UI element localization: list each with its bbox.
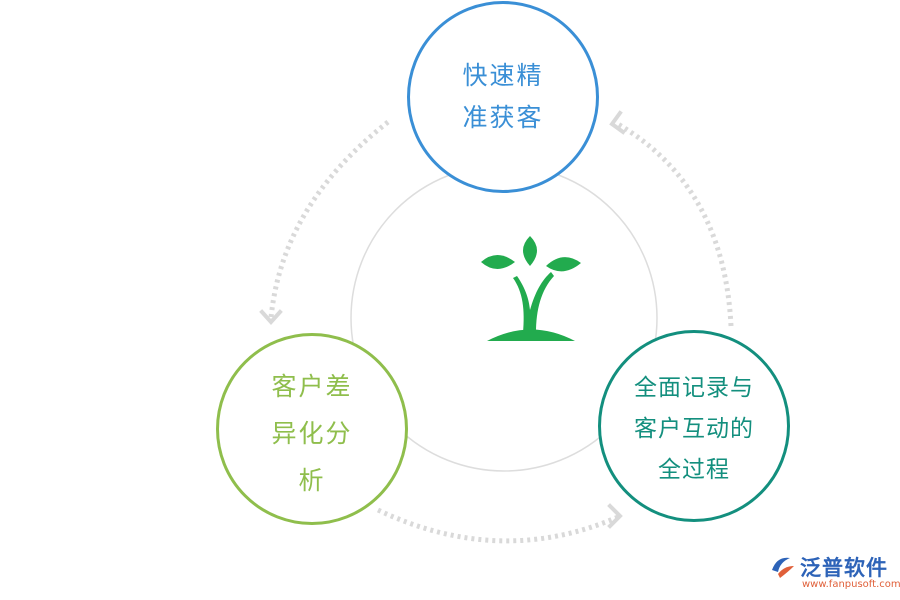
node-left-label: 客户差 异化分 析: [271, 371, 353, 495]
sprout-leaf-right: [546, 257, 581, 272]
arrow-right-to-top: [614, 120, 734, 327]
sprout-stem: [513, 272, 554, 333]
sprout-ground: [487, 329, 575, 341]
node-interaction-record: 全面记录与 客户互动的 全过程: [598, 330, 790, 522]
sprout-icon: [481, 236, 581, 341]
brand-watermark: 泛普软件 www.fanpusoft.com: [768, 552, 900, 596]
arrowhead-left: [259, 309, 283, 325]
arrow-left-to-right: [376, 507, 619, 544]
sprout-leaf-top: [523, 236, 537, 266]
sprout-leaf-left: [481, 255, 515, 269]
node-fast-acquisition: 快速精 准获客: [407, 1, 599, 193]
brand-name: 泛普软件: [800, 556, 888, 580]
arrow-top-to-left: [268, 120, 390, 319]
cycle-arrows: [268, 120, 734, 544]
brand-logo-icon: [772, 557, 794, 578]
node-top-label: 快速精 准获客: [462, 61, 544, 132]
arrowhead-top-right: [609, 110, 626, 135]
node-right-label: 全面记录与 客户互动的 全过程: [634, 374, 754, 483]
node-customer-analysis: 客户差 异化分 析: [216, 333, 408, 525]
brand-url: www.fanpusoft.com: [802, 579, 900, 590]
arrowhead-bottom: [607, 503, 623, 529]
arrow-heads: [259, 110, 626, 529]
